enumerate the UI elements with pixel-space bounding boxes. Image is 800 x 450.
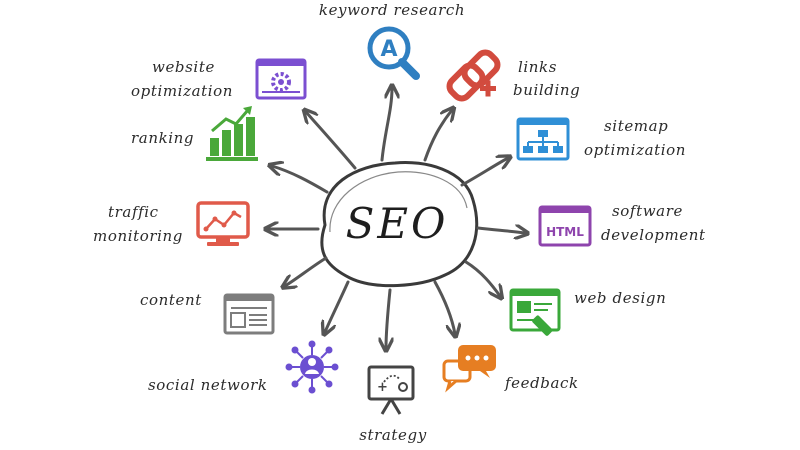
label-links-building-line2: building [513, 81, 580, 99]
html-icon-text: HTML [546, 225, 584, 239]
label-web-design: web design [574, 289, 666, 307]
label-strategy: strategy [359, 426, 427, 444]
label-software-line1: software [612, 202, 683, 220]
arrow-keyword-research [380, 88, 392, 162]
seo-center-cloud: SEO [320, 161, 479, 288]
monitor-chart-icon [196, 201, 250, 246]
arrow-website-optimization [306, 112, 357, 170]
arrow-software-development [476, 228, 525, 233]
label-content: content [140, 291, 202, 309]
chat-bubbles-icon [442, 345, 496, 393]
label-software-line2: development [601, 226, 706, 244]
label-website-line2: optimization [131, 82, 233, 100]
sitemap-icon [516, 117, 570, 161]
chain-link-plus-icon [446, 49, 501, 102]
social-network-icon [285, 340, 339, 394]
label-links-building-line1: links [518, 58, 557, 76]
seo-center-label: SEO [346, 199, 449, 248]
svg-text:+: + [377, 380, 388, 395]
label-ranking: ranking [131, 129, 194, 147]
arrow-sitemap-optimization [460, 158, 508, 187]
content-page-icon [223, 293, 275, 335]
label-website-line1: website [152, 58, 215, 76]
svg-text:A: A [380, 37, 397, 62]
bar-chart-icon [206, 106, 258, 161]
label-keyword-research: keyword research [319, 1, 465, 19]
gear-window-icon [255, 58, 307, 100]
html-window-icon: HTML [538, 205, 592, 247]
labels: keyword research links building sitemap … [93, 1, 706, 444]
arrow-strategy [386, 288, 390, 348]
label-feedback: feedback [504, 374, 579, 392]
arrow-web-design [464, 260, 500, 296]
arrows [268, 88, 525, 348]
arrow-ranking [272, 166, 329, 194]
arrow-content [285, 256, 328, 286]
arrow-feedback [433, 280, 455, 334]
label-traffic-line2: monitoring [93, 227, 183, 245]
strategy-board-icon: + [367, 365, 415, 415]
web-design-window-icon [509, 288, 561, 336]
arrow-links-building [423, 110, 452, 162]
label-social-network: social network [148, 376, 268, 394]
label-sitemap-line1: sitemap [604, 117, 668, 135]
arrow-social-network [325, 280, 350, 332]
label-traffic-line1: traffic [108, 203, 159, 221]
magnifier-a-icon: A [367, 26, 420, 80]
label-sitemap-line2: optimization [584, 141, 686, 159]
